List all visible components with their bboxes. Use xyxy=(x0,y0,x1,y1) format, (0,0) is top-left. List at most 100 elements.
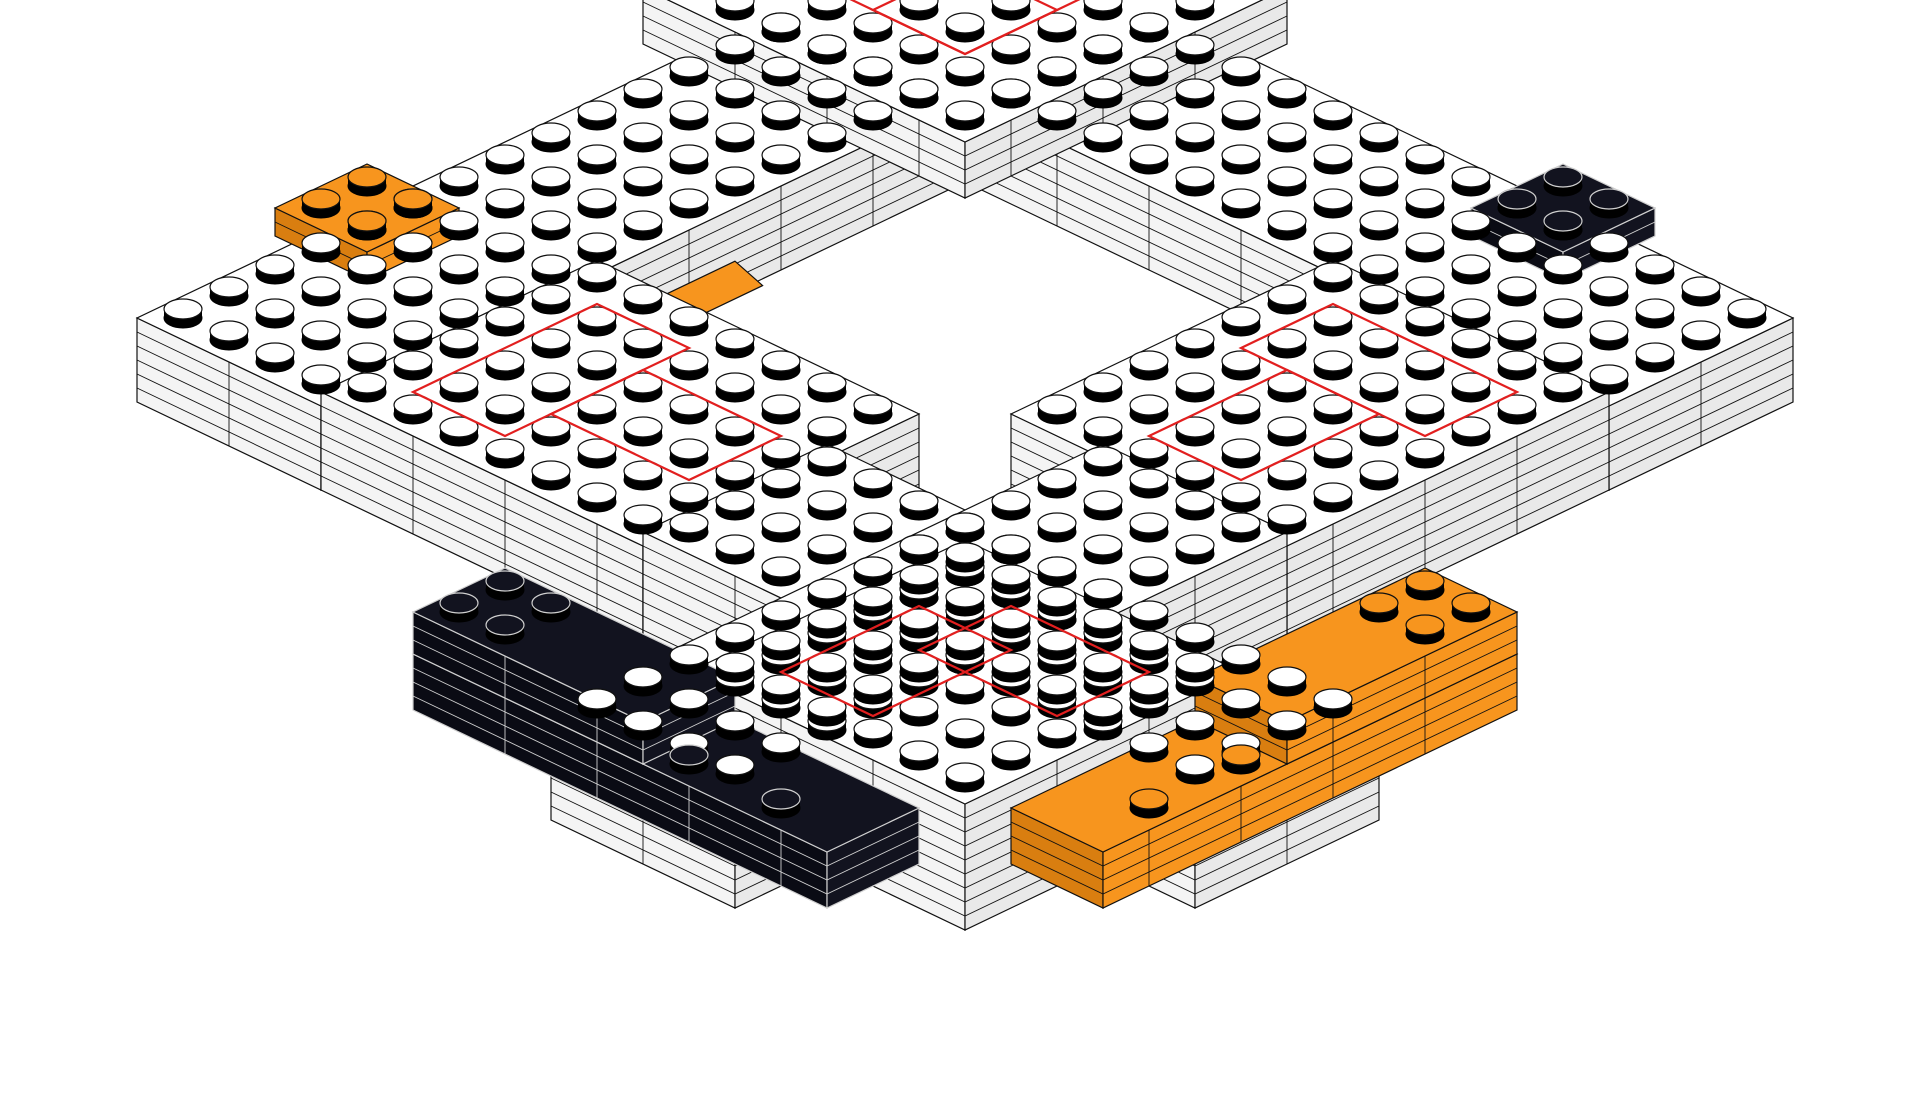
stud xyxy=(578,189,616,218)
stud-top xyxy=(1222,439,1260,459)
stud xyxy=(1084,417,1122,446)
stud xyxy=(670,513,708,542)
stud xyxy=(1176,0,1214,20)
stud xyxy=(946,13,984,42)
stud xyxy=(1176,711,1214,740)
stud-top xyxy=(946,513,984,533)
stud-top xyxy=(716,329,754,349)
stud xyxy=(1498,189,1536,218)
stud-top xyxy=(1222,513,1260,533)
stud-top xyxy=(1406,307,1444,327)
stud xyxy=(1314,189,1352,218)
stud xyxy=(854,101,892,130)
stud-top xyxy=(302,233,340,253)
stud xyxy=(900,491,938,520)
stud-top xyxy=(1682,321,1720,341)
stud-top xyxy=(1268,667,1306,687)
stud xyxy=(670,145,708,174)
stud-top xyxy=(1360,593,1398,613)
stud xyxy=(992,565,1030,594)
stud xyxy=(1176,535,1214,564)
stud-top xyxy=(624,711,662,731)
stud-top xyxy=(1360,255,1398,275)
stud-top xyxy=(1130,57,1168,77)
stud-top xyxy=(486,571,524,591)
stud xyxy=(854,675,892,704)
stud-top xyxy=(808,35,846,55)
stud xyxy=(578,263,616,292)
stud xyxy=(578,233,616,262)
stud-top xyxy=(1084,123,1122,143)
stud-top xyxy=(946,101,984,121)
stud xyxy=(210,277,248,306)
stud-top xyxy=(1038,469,1076,489)
stud-top xyxy=(532,211,570,231)
stud xyxy=(578,145,616,174)
stud-top xyxy=(348,299,386,319)
stud-top xyxy=(1314,483,1352,503)
stud xyxy=(1728,299,1766,328)
stud-top xyxy=(210,321,248,341)
stud-top xyxy=(532,167,570,187)
stud xyxy=(808,0,846,20)
stud xyxy=(1176,623,1214,652)
stud-top xyxy=(946,57,984,77)
stud-top xyxy=(1130,351,1168,371)
stud xyxy=(1222,513,1260,542)
stud xyxy=(624,167,662,196)
stud-top xyxy=(624,417,662,437)
stud xyxy=(302,189,340,218)
stud-top xyxy=(486,307,524,327)
stud-top xyxy=(486,395,524,415)
stud xyxy=(1636,255,1674,284)
stud xyxy=(762,395,800,424)
stud-top xyxy=(946,543,984,563)
stud-top xyxy=(1222,57,1260,77)
stud xyxy=(808,35,846,64)
stud xyxy=(808,417,846,446)
stud-top xyxy=(164,299,202,319)
stud-top xyxy=(808,447,846,467)
stud xyxy=(1360,255,1398,284)
stud xyxy=(854,513,892,542)
stud-top xyxy=(670,645,708,665)
stud xyxy=(992,491,1030,520)
stud xyxy=(1406,615,1444,644)
stud xyxy=(1682,277,1720,306)
stud xyxy=(1360,285,1398,314)
stud xyxy=(1222,145,1260,174)
stud xyxy=(486,145,524,174)
stud xyxy=(302,321,340,350)
stud-top xyxy=(670,145,708,165)
stud xyxy=(1130,513,1168,542)
stud-top xyxy=(256,299,294,319)
stud xyxy=(716,535,754,564)
stud xyxy=(1544,167,1582,196)
stud-top xyxy=(1130,631,1168,651)
stud xyxy=(762,557,800,586)
stud xyxy=(1222,307,1260,336)
stud-top xyxy=(486,439,524,459)
stud-top xyxy=(808,417,846,437)
stud xyxy=(762,351,800,380)
stud-top xyxy=(1130,557,1168,577)
stud-top xyxy=(1176,373,1214,393)
stud xyxy=(1452,211,1490,240)
stud-top xyxy=(1176,711,1214,731)
stud-top xyxy=(1452,299,1490,319)
stud xyxy=(716,167,754,196)
stud xyxy=(1268,667,1306,696)
stud-top xyxy=(762,557,800,577)
stud-top xyxy=(1130,101,1168,121)
stud-top xyxy=(1038,513,1076,533)
stud xyxy=(486,189,524,218)
stud xyxy=(1452,167,1490,196)
stud-top xyxy=(716,79,754,99)
stud-top xyxy=(762,145,800,165)
stud xyxy=(670,307,708,336)
stud xyxy=(394,189,432,218)
stud-top xyxy=(440,593,478,613)
stud xyxy=(762,789,800,818)
stud xyxy=(348,343,386,372)
stud xyxy=(808,123,846,152)
